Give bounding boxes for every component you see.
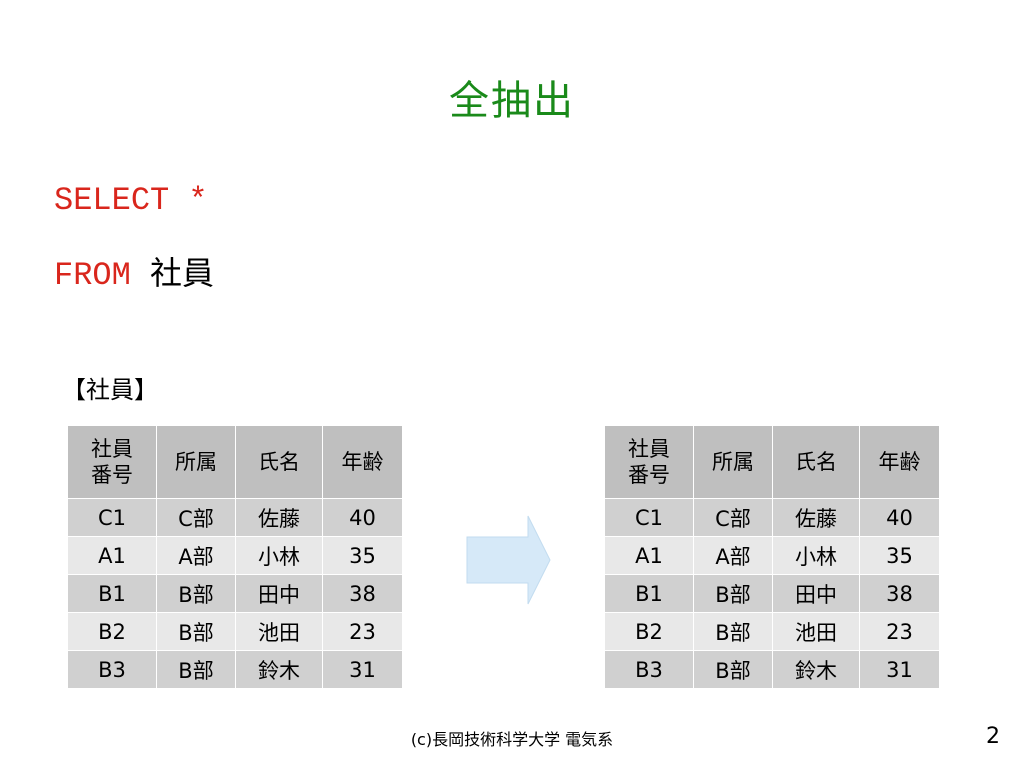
cell-name: 田中 (235, 574, 323, 613)
cell-department: B部 (693, 574, 773, 613)
table-row: A1 A部 小林 35 (604, 536, 940, 575)
cell-employee-id: C1 (67, 498, 157, 537)
cell-age: 40 (859, 498, 940, 537)
cell-age: 35 (322, 536, 403, 575)
cell-employee-id: B3 (604, 650, 694, 689)
cell-name: 池田 (772, 612, 860, 651)
header-employee-id: 社員番号 (604, 425, 694, 499)
sql-from-keyword: FROM (54, 257, 151, 294)
result-table: 社員番号 所属 氏名 年齢 C1 C部 佐藤 40 A1 A部 小林 35 B1… (604, 425, 940, 689)
table-row: A1 A部 小林 35 (67, 536, 403, 575)
cell-employee-id: B2 (67, 612, 157, 651)
header-age: 年齢 (322, 425, 403, 499)
cell-employee-id: A1 (604, 536, 694, 575)
cell-employee-id: B1 (67, 574, 157, 613)
cell-department: B部 (156, 612, 236, 651)
cell-department: C部 (693, 498, 773, 537)
cell-department: C部 (156, 498, 236, 537)
cell-age: 23 (859, 612, 940, 651)
cell-age: 31 (859, 650, 940, 689)
table-caption: 【社員】 (62, 376, 158, 404)
copyright-footer: (c)長岡技術科学大学 電気系 (410, 730, 614, 749)
cell-name: 池田 (235, 612, 323, 651)
sql-from-line: FROM 社員 (54, 248, 214, 294)
header-age: 年齢 (859, 425, 940, 499)
slide-title: 全抽出 (449, 78, 575, 124)
cell-department: A部 (156, 536, 236, 575)
page-number: 2 (986, 724, 1000, 749)
table-row: B3 B部 鈴木 31 (67, 650, 403, 689)
cell-department: B部 (156, 650, 236, 689)
sql-from-table: 社員 (150, 254, 215, 292)
cell-age: 40 (322, 498, 403, 537)
table-row: C1 C部 佐藤 40 (67, 498, 403, 537)
cell-name: 佐藤 (235, 498, 323, 537)
header-name: 氏名 (772, 425, 860, 499)
header-employee-id: 社員番号 (67, 425, 157, 499)
table-row: B2 B部 池田 23 (604, 612, 940, 651)
cell-age: 38 (859, 574, 940, 613)
table-header-row: 社員番号 所属 氏名 年齢 (67, 425, 403, 499)
cell-department: B部 (693, 612, 773, 651)
cell-employee-id: A1 (67, 536, 157, 575)
cell-employee-id: B1 (604, 574, 694, 613)
table-row: B2 B部 池田 23 (67, 612, 403, 651)
cell-name: 田中 (772, 574, 860, 613)
table-row: B3 B部 鈴木 31 (604, 650, 940, 689)
cell-department: A部 (693, 536, 773, 575)
cell-age: 23 (322, 612, 403, 651)
cell-name: 小林 (235, 536, 323, 575)
table-row: B1 B部 田中 38 (604, 574, 940, 613)
header-name: 氏名 (235, 425, 323, 499)
table-header-row: 社員番号 所属 氏名 年齢 (604, 425, 940, 499)
header-department: 所属 (156, 425, 236, 499)
cell-age: 31 (322, 650, 403, 689)
cell-name: 鈴木 (772, 650, 860, 689)
cell-employee-id: C1 (604, 498, 694, 537)
cell-department: B部 (156, 574, 236, 613)
cell-age: 35 (859, 536, 940, 575)
right-arrow-icon (466, 515, 551, 605)
cell-name: 鈴木 (235, 650, 323, 689)
header-department: 所属 (693, 425, 773, 499)
cell-name: 小林 (772, 536, 860, 575)
source-table: 社員番号 所属 氏名 年齢 C1 C部 佐藤 40 A1 A部 小林 35 B1… (67, 425, 403, 689)
cell-employee-id: B3 (67, 650, 157, 689)
cell-department: B部 (693, 650, 773, 689)
table-row: B1 B部 田中 38 (67, 574, 403, 613)
cell-age: 38 (322, 574, 403, 613)
cell-name: 佐藤 (772, 498, 860, 537)
header-employee-id-label: 社員番号 (628, 437, 670, 487)
header-employee-id-label: 社員番号 (91, 437, 133, 487)
table-row: C1 C部 佐藤 40 (604, 498, 940, 537)
sql-select-line: SELECT * (54, 182, 208, 219)
cell-employee-id: B2 (604, 612, 694, 651)
